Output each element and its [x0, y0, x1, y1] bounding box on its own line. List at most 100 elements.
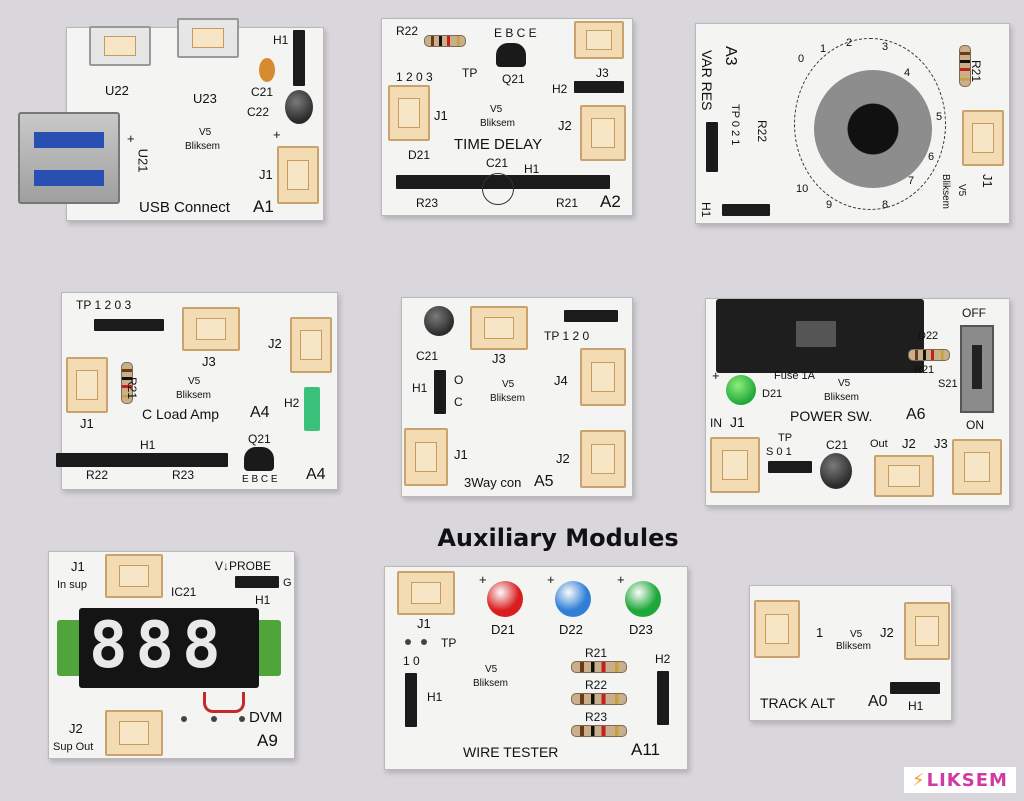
maker-text: Bliksem	[490, 393, 526, 404]
label-q21: Q21	[248, 432, 271, 446]
module-id: A4	[250, 404, 270, 421]
label-h1: H1	[273, 33, 289, 47]
resistor-r22	[571, 693, 627, 705]
module-id: A6	[906, 406, 926, 423]
label-tp: TP	[441, 636, 457, 650]
connector-j1	[710, 437, 760, 493]
label-in: IN	[710, 416, 722, 430]
module-name: 3Way con	[464, 475, 522, 490]
module-a9-dvm: J1 In sup IC21 V↓PROBE G H1 888 J2 Sup O…	[48, 551, 295, 759]
label-j1: J1	[71, 559, 85, 574]
label-j1: J1	[434, 108, 448, 123]
module-a3-var-res: VAR RES A3 R22 TP 0 2 1 H1 0 1 2 3 4 5 6…	[695, 23, 1010, 224]
led-d21	[726, 375, 756, 405]
test-point-header	[768, 461, 812, 473]
connector-j1	[388, 85, 430, 141]
mount-hole	[211, 716, 217, 722]
module-name: TRACK ALT	[760, 695, 836, 711]
label-d22: D22	[918, 330, 939, 342]
dial-scale	[794, 38, 946, 210]
brand-text: LIKSEM	[926, 770, 1008, 791]
label-j2: J2	[556, 451, 570, 466]
label-ebce: E B C E	[242, 474, 278, 485]
fuse-holder-slot	[796, 321, 836, 347]
version-text: V5	[850, 629, 863, 640]
label-in-sup: In sup	[57, 579, 87, 591]
electrolytic-capacitor-c21	[820, 453, 852, 489]
header-h1	[293, 30, 305, 86]
module-name: VAR RES	[699, 50, 715, 111]
label-tp: TP	[778, 432, 793, 444]
label-out: Out	[870, 438, 888, 450]
connector-j2	[874, 455, 934, 497]
label-d22: D22	[559, 622, 583, 637]
module-id: A5	[534, 473, 554, 490]
dial-mark-5: 5	[936, 111, 943, 123]
dial-mark-10: 10	[796, 183, 809, 195]
module-id: A11	[631, 740, 660, 759]
dial-mark-6: 6	[928, 151, 935, 163]
label-j3: J3	[596, 66, 609, 80]
label-h2: H2	[655, 652, 671, 666]
label-r21: R21	[914, 364, 935, 376]
header-h1	[405, 673, 417, 727]
test-point-hole	[421, 639, 427, 645]
label-j1: J1	[980, 174, 995, 188]
module-a11-wire-tester: J1 + D21 + D22 + D23 TP 1 0 V5 Bliksem R…	[384, 566, 688, 770]
label-c21: C21	[251, 85, 274, 99]
label-d21: D21	[762, 388, 783, 400]
module-id: A3	[722, 46, 739, 66]
led-d22	[555, 581, 591, 617]
label-h2: H2	[552, 82, 568, 96]
display-bracket-left	[57, 620, 83, 676]
resistor-r21	[908, 349, 950, 361]
module-name: WIRE TESTER	[463, 744, 559, 760]
label-j3: J3	[202, 354, 216, 369]
label-j1: J1	[80, 416, 94, 431]
usb-a-port-u21	[18, 112, 120, 204]
maker-text: Bliksem	[185, 141, 221, 152]
transistor-q21	[244, 447, 274, 471]
plus-sign: +	[712, 368, 720, 383]
label-r21: R21	[969, 60, 983, 83]
resistor-r21	[571, 661, 627, 673]
label-s21: S21	[938, 378, 958, 390]
label-j2: J2	[558, 118, 572, 133]
label-c21: C21	[486, 156, 509, 170]
label-tp: TP	[462, 66, 478, 80]
label-o: O	[454, 373, 464, 387]
maker-text: Bliksem	[836, 641, 872, 652]
label-h1: H1	[524, 162, 540, 176]
module-id-corner: A4	[306, 466, 326, 483]
header-h1	[434, 370, 446, 414]
probe-header	[235, 576, 279, 588]
connector-j1	[105, 554, 163, 598]
version-text: V5	[199, 127, 212, 138]
electrolytic-capacitor-c22	[285, 90, 313, 124]
label-j1-partial: 1	[816, 625, 824, 640]
module-a4-c-load-amp: TP 1 2 0 3 J3 J2 J1 R21 V5 Bliksem C Loa…	[56, 292, 338, 490]
label-j1: J1	[417, 616, 431, 631]
dial-mark-3: 3	[882, 41, 889, 53]
module-name: POWER SW.	[790, 408, 873, 424]
label-tp-row: 1 2 0 3	[396, 70, 433, 84]
connector-j2	[105, 710, 163, 756]
label-r21: R21	[585, 646, 608, 660]
module-a5-3way-con: TP 1 2 0 C21 J3 J4 H1 O C V5 Bliksem J1 …	[401, 297, 633, 497]
label-h2: H2	[284, 396, 300, 410]
label-u22: U22	[105, 83, 129, 98]
label-h1: H1	[140, 438, 156, 452]
header-h1	[890, 682, 940, 694]
usb-c-port-u22	[89, 26, 151, 66]
label-j1: J1	[454, 447, 468, 462]
connector-j4	[580, 348, 626, 406]
module-a0-track-alt: 1 V5 Bliksem J2 H1 TRACK ALT A0	[749, 585, 952, 721]
label-c21: C21	[826, 438, 849, 452]
header-h1	[56, 453, 228, 467]
module-a1-usb-connect: U22 U23 H1 C21 C22 + V5 Bliksem + U21 J1…	[66, 18, 324, 221]
label-j4: J4	[554, 373, 568, 388]
version-text: V5	[838, 378, 851, 389]
version-text: V5	[485, 664, 498, 675]
label-c22: C22	[247, 105, 270, 119]
